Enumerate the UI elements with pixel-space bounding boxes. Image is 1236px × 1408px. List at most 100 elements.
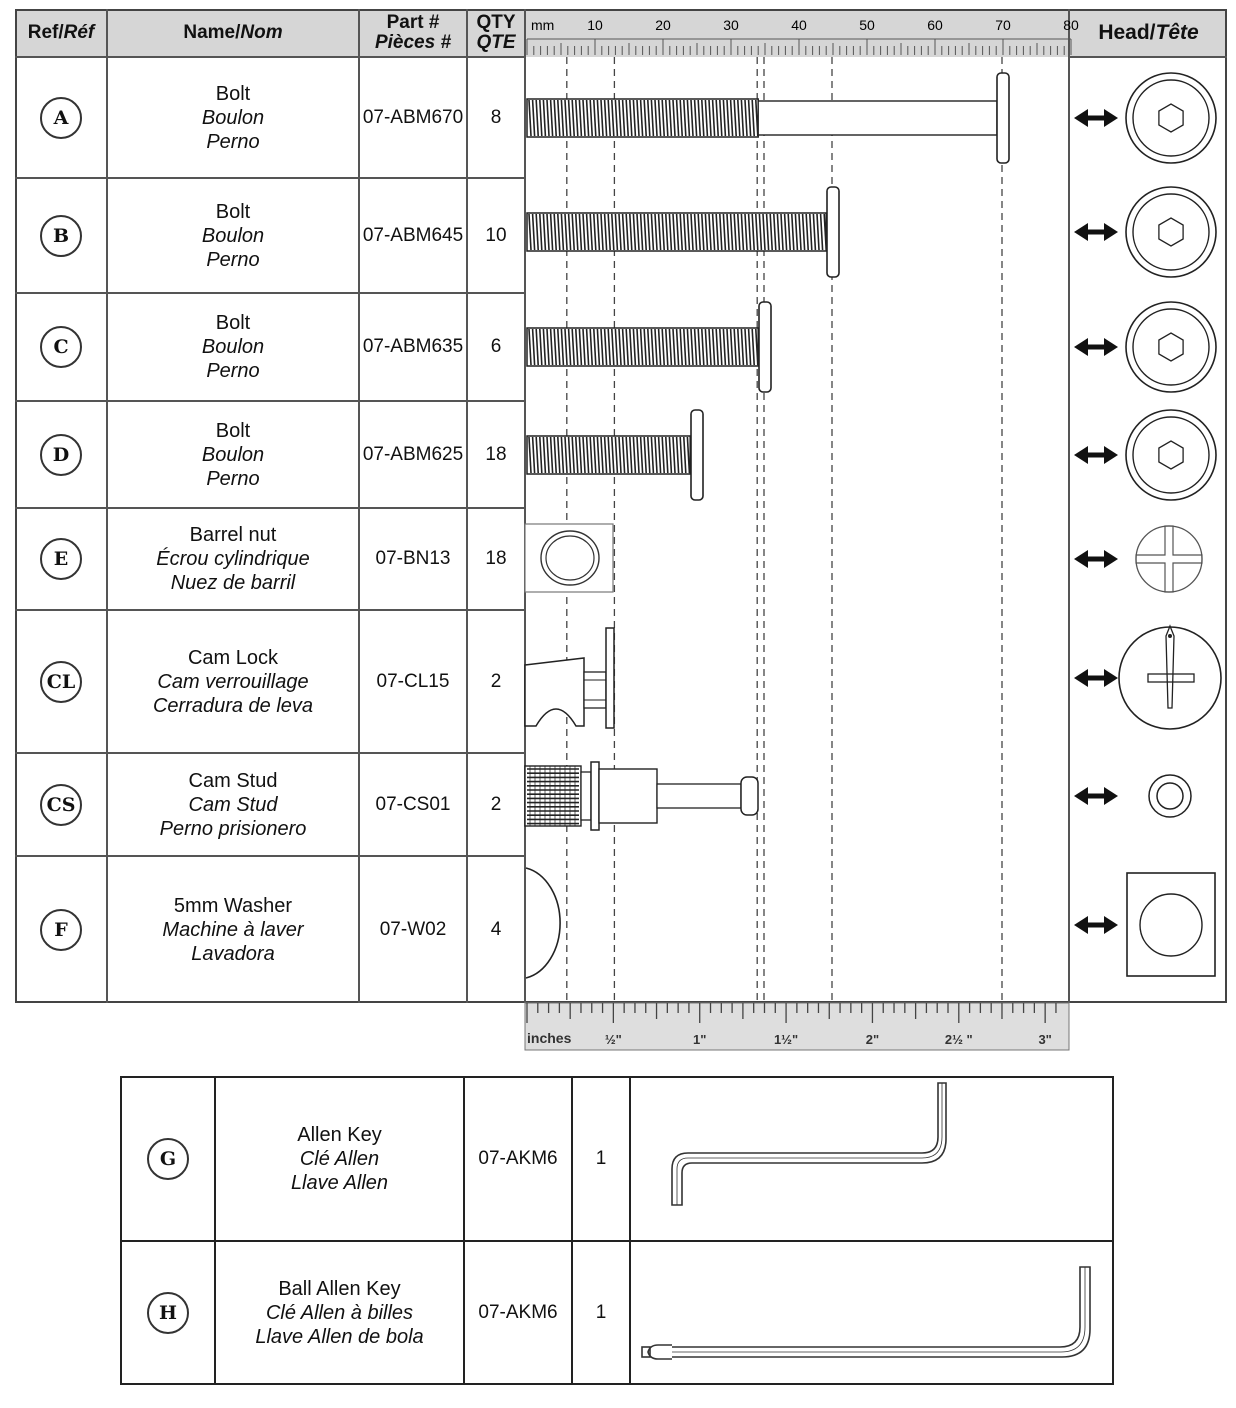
name-fr: Boulon (201, 443, 265, 466)
head-outer (1125, 301, 1217, 393)
thread-line (575, 436, 579, 474)
col-sep (214, 1076, 216, 1385)
hex-socket-head-icon (1125, 72, 1217, 164)
bolt-drawing (526, 409, 704, 501)
inch-tick-label: 1½" (774, 1032, 798, 1047)
thread-line (805, 213, 809, 251)
mm-tick-label: 70 (995, 17, 1011, 33)
thread-line (542, 213, 547, 251)
name-es: Perno (206, 130, 260, 153)
thread-line (578, 328, 583, 366)
quantity: 2 (467, 753, 525, 856)
thread-line (690, 328, 694, 366)
part-number: 07-AKM6 (464, 1241, 572, 1384)
header-qty-en: QTY (476, 12, 516, 33)
part-number: 07-CS01 (359, 753, 467, 856)
barrel-nut-inner (545, 535, 595, 581)
quantity: 18 (467, 401, 525, 508)
hex-socket-head-icon (1125, 301, 1217, 393)
quantity-text: 2 (490, 793, 502, 815)
mm-tick-label: 50 (859, 17, 875, 33)
thread-line (665, 213, 669, 251)
thread-line (661, 328, 665, 366)
thread-line (549, 213, 554, 251)
bolt-drawing (526, 72, 1010, 164)
thread-line (611, 213, 615, 251)
col-sep (1068, 9, 1070, 1003)
name-es: Perno (206, 360, 260, 382)
row-sep (15, 507, 525, 509)
thread-line (600, 213, 604, 251)
phillips-cross (1135, 525, 1203, 593)
thread-line (675, 213, 680, 251)
name-en: Barrel nut (189, 524, 277, 546)
header-head-en: Head/ (1098, 21, 1156, 44)
mm-tick-label: 10 (587, 17, 603, 33)
thread-line (531, 328, 536, 366)
quantity: 6 (467, 293, 525, 401)
thread-line (765, 213, 770, 251)
thread-line (737, 328, 741, 366)
head-outer (1125, 186, 1217, 278)
mm-tick-label: 60 (927, 17, 943, 33)
thread-line (611, 436, 615, 474)
double-arrow-right (1104, 109, 1118, 127)
thread-line (787, 213, 791, 251)
thread-line (546, 213, 550, 251)
thread-line (528, 328, 532, 366)
hex-socket (1158, 103, 1184, 133)
thread-line (701, 213, 705, 251)
name-en: Bolt (215, 200, 251, 223)
thread-line (773, 213, 777, 251)
thread-line (600, 328, 604, 366)
ref-cell: E (15, 508, 107, 610)
thread-line (600, 436, 604, 474)
thread-line (636, 328, 640, 366)
thread-line (744, 328, 748, 366)
guide-lines (566, 57, 1003, 1002)
mm-tick-label: 40 (791, 17, 807, 33)
ref-cell: C (15, 293, 107, 401)
thread-line (798, 213, 802, 251)
thread-line (751, 99, 755, 137)
thread-line (758, 213, 763, 251)
thread-line (535, 436, 539, 474)
thread-line (654, 99, 658, 137)
head-inner (1132, 308, 1210, 386)
part-number-text: 07-W02 (379, 918, 447, 940)
thread-line (567, 99, 572, 137)
name-fr: Cam Stud (188, 793, 278, 816)
name-fr: Boulon (201, 106, 265, 129)
thread-line (607, 436, 611, 474)
head-inner (1132, 79, 1210, 157)
washer-frame (1126, 872, 1216, 977)
thread-line (531, 99, 536, 137)
thread-line (585, 328, 590, 366)
thread-line (553, 328, 557, 366)
header-head: Head/Tête (1070, 9, 1227, 57)
thread-line (560, 213, 565, 251)
thread-line (643, 99, 647, 137)
name-cell: Bolt Boulon Perno (107, 178, 359, 293)
row-sep (15, 56, 525, 58)
head-outer (1118, 626, 1222, 730)
tools-table (120, 1076, 1114, 1385)
thread-line (679, 99, 683, 137)
cam-lock-neck (583, 671, 607, 709)
head-inner (1132, 416, 1210, 494)
ref-badge: A (40, 96, 82, 139)
thread-line (564, 436, 568, 474)
row-sep (15, 752, 525, 754)
thread-line (589, 328, 593, 366)
thread-line (683, 436, 687, 474)
inch-tick-label: 2" (866, 1032, 879, 1047)
thread-line (690, 213, 694, 251)
thread-line (625, 99, 629, 137)
part-number: 07-W02 (359, 856, 467, 1003)
name-es: Cerradura de leva (152, 694, 314, 717)
name-fr: Machine à laver (162, 918, 304, 941)
thread-line (528, 99, 532, 137)
thread-line (553, 213, 557, 251)
thread-line (593, 99, 597, 137)
